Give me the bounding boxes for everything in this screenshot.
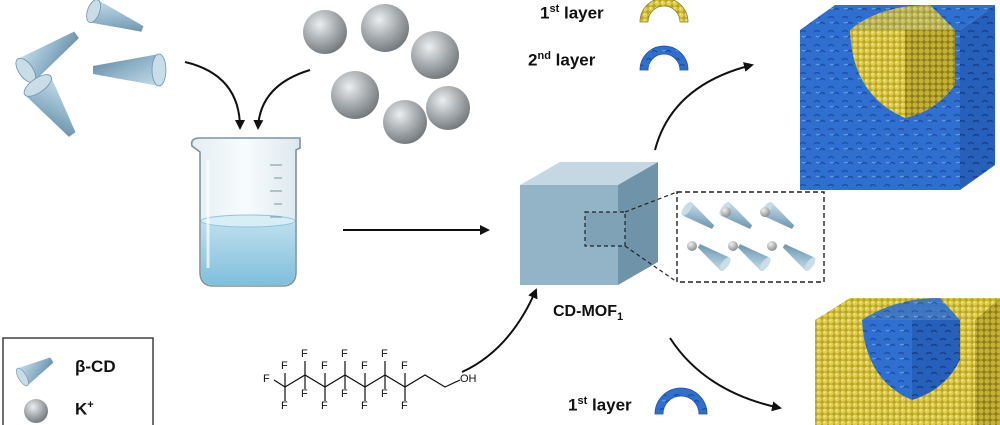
layer1-bottom-icon <box>654 387 708 415</box>
arrow-cones-to-beaker <box>184 61 245 130</box>
atom-f: F <box>301 388 308 400</box>
sphere-6 <box>383 100 427 144</box>
arrow-to-bottom-cube <box>669 337 782 412</box>
cd-mof-label: CD-MOF1 <box>553 303 624 324</box>
cone-2 <box>86 0 144 32</box>
beaker <box>190 137 301 287</box>
atom-f: F <box>341 348 348 360</box>
atom-f: F <box>341 388 348 400</box>
atom-f: F <box>281 360 288 372</box>
atom-f: F <box>381 348 388 360</box>
sphere-4 <box>331 71 379 119</box>
layer1-top-icon <box>639 0 689 23</box>
atom-f: F <box>263 373 270 385</box>
legend-beta-cd-label: β-CD <box>75 357 116 376</box>
inset-lattice <box>681 201 816 272</box>
sphere-1 <box>303 10 347 54</box>
layer1-bottom-label: 1st layer <box>568 395 632 415</box>
bottom-right-cube <box>815 298 1000 425</box>
cone-3 <box>93 53 167 87</box>
atom-oh: OH <box>460 373 477 385</box>
layer1-top-label: 1st layer <box>540 3 604 23</box>
layer2-top-label: 2nd layer <box>528 50 596 70</box>
top-right-cube <box>800 5 995 190</box>
legend-cone-icon <box>16 357 54 387</box>
zoom-line-top <box>624 191 678 213</box>
cd-mof-cube <box>520 162 658 285</box>
cone-group <box>15 0 167 137</box>
sphere-5 <box>426 86 470 130</box>
sphere-3 <box>411 31 459 79</box>
atom-f: F <box>381 388 388 400</box>
arrow-spheres-to-beaker <box>253 69 311 130</box>
legend-k-ion-label: K+ <box>75 399 94 419</box>
atom-f: F <box>361 400 368 412</box>
atom-f: F <box>321 400 328 412</box>
legend-sphere-icon <box>24 399 48 423</box>
sphere-2 <box>361 4 409 52</box>
cone-4 <box>23 74 76 137</box>
atom-f: F <box>401 360 408 372</box>
atom-f: F <box>301 348 308 360</box>
layer2-top-icon <box>639 45 689 71</box>
zoom-inset <box>676 191 825 283</box>
fluoro-molecule <box>273 361 461 401</box>
arrow-to-top-cube <box>654 62 754 151</box>
zoom-line-bottom <box>624 245 678 283</box>
atom-f: F <box>281 400 288 412</box>
atom-f: F <box>321 360 328 372</box>
atom-f: F <box>401 400 408 412</box>
arrow-molecule-to-cube <box>461 288 538 373</box>
atom-f: F <box>361 360 368 372</box>
sphere-group <box>303 4 470 144</box>
